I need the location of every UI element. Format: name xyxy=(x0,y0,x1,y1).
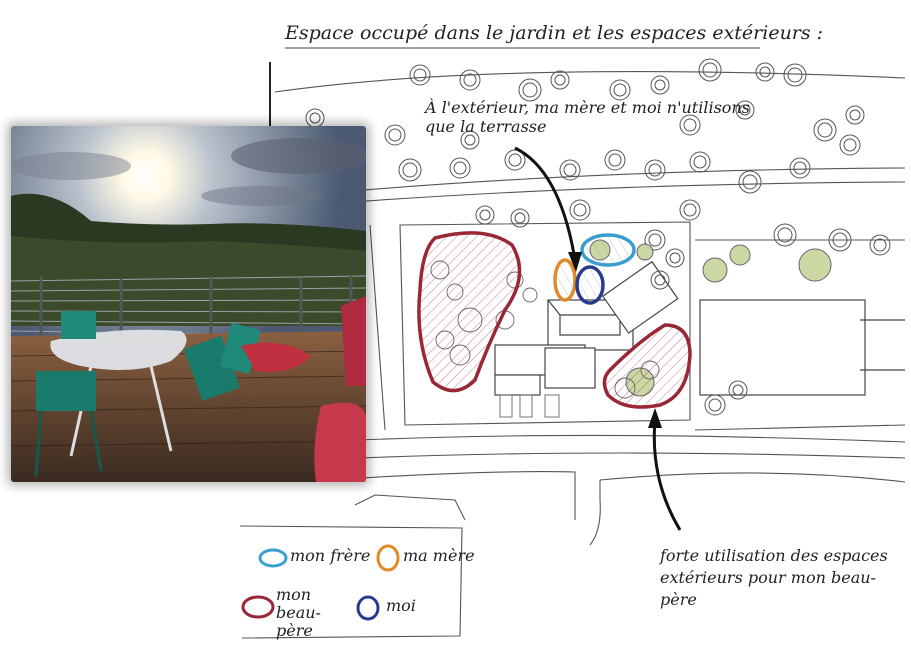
arrow-to-beau-pere-zone-head xyxy=(648,408,662,428)
legend-swatch-frere xyxy=(258,548,288,568)
annotation-top: À l'extérieur, ma mère et moi n'utilison… xyxy=(425,98,750,136)
legend-swatch-moi xyxy=(356,595,380,621)
arrow-to-beau-pere-zone xyxy=(652,419,682,531)
zone-beau-pere-right xyxy=(602,323,692,409)
arrow-to-terrace xyxy=(514,146,577,261)
legend-swatch-beau-pere xyxy=(241,595,275,619)
terrace-photo xyxy=(11,126,366,482)
garden-boundary xyxy=(369,221,906,431)
legend-label-moi: moi xyxy=(386,596,416,615)
zone-beau-pere-left xyxy=(417,231,522,393)
legend-swatch-mere xyxy=(376,544,400,572)
annotation-bottom: forte utilisation des espaces extérieurs… xyxy=(660,546,888,609)
zone-frere xyxy=(580,233,636,267)
legend-label-beau-pere: mon beau-père xyxy=(276,585,321,640)
legend: mon frère ma mère mon beau-père moi xyxy=(238,524,475,640)
legend-label-frere: mon frère xyxy=(290,546,371,565)
trees xyxy=(305,58,891,416)
arrow-to-terrace-head xyxy=(568,252,582,272)
zone-mere xyxy=(553,258,577,302)
page-title: Espace occupé dans le jardin et les espa… xyxy=(285,22,824,44)
zone-moi xyxy=(575,265,605,305)
legend-label-mere: ma mère xyxy=(403,546,475,565)
